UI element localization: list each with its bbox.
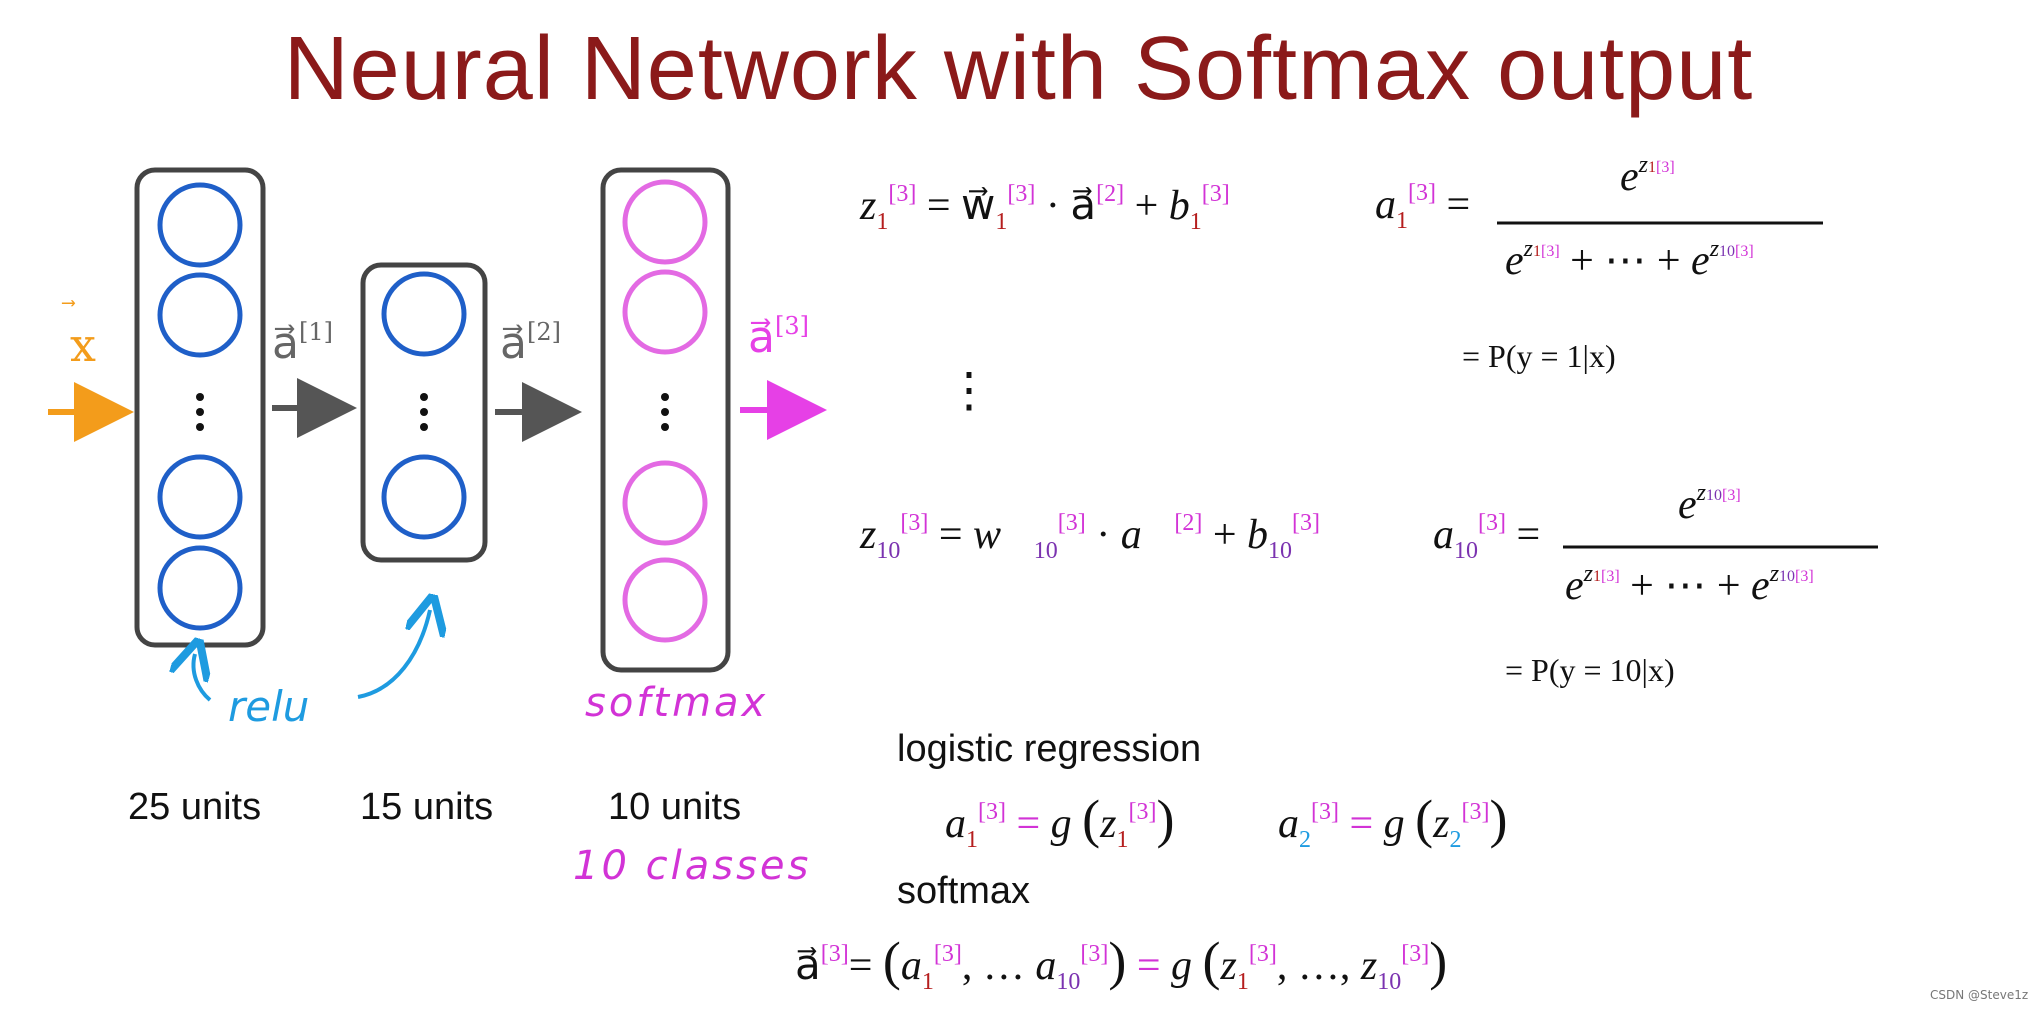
relu-arrow-2: [357, 610, 430, 699]
logistic-regression-heading: logistic regression: [897, 728, 1202, 770]
page-title: Neural Network with Softmax output: [283, 19, 1754, 119]
equation-a1-numerator: ez1[3]: [1620, 152, 1675, 200]
layer2-box: [360, 262, 488, 563]
layer3-ellipsis: [661, 423, 669, 431]
relu-arrow-1: [193, 654, 210, 702]
logistic-regression-eq-1: a1[3] = g (z1[3]): [945, 789, 1175, 853]
layer3-ellipsis: [661, 393, 669, 401]
equation-a10-denominator: ez1[3] + ⋯ + ez10[3]: [1565, 561, 1814, 609]
equation-a1-denominator: ez1[3] + ⋯ + ez10[3]: [1505, 236, 1754, 284]
layer1-neuron: [157, 454, 243, 540]
probability-10: = P(y = 10|x): [1505, 652, 1675, 688]
activation-a3: a⃗[3]: [748, 312, 809, 363]
layer1-ellipsis: [196, 423, 204, 431]
layer1-ellipsis: [196, 408, 204, 416]
layer1-units: 25 units: [128, 786, 262, 828]
probability-1: = P(y = 1|x): [1462, 338, 1616, 374]
layer1-box: [134, 167, 266, 648]
activation-a1: a⃗[1]: [272, 318, 333, 369]
equation-a10-numerator: ez10[3]: [1678, 480, 1741, 528]
equation-a1-label: a1[3] =: [1375, 180, 1471, 234]
relu-annotation: relu: [228, 682, 310, 731]
layer2-units: 15 units: [360, 786, 494, 828]
layer3-neuron: [622, 269, 708, 355]
softmax-eq: a⃗[3]= (a1[3], … a10[3]) = g (z1[3], …, …: [795, 931, 1448, 995]
layer1-ellipsis: [196, 393, 204, 401]
vertical-ellipsis: ⋮: [945, 364, 993, 417]
layer2-ellipsis: [420, 393, 428, 401]
layer2-ellipsis: [420, 423, 428, 431]
classes-annotation: 10 classes: [573, 843, 812, 889]
equation-z1: z1[3] = w⃗1[3] · a⃗[2] + b1[3]: [860, 181, 1230, 235]
layer3-box: [600, 167, 731, 673]
layer3-neuron: [622, 179, 708, 265]
layer1-neuron: [157, 545, 243, 631]
logistic-regression-eq-2: a2[3] = g (z2[3]): [1278, 789, 1508, 853]
layer1-neuron: [157, 272, 243, 358]
equation-a10-label: a10[3] =: [1433, 510, 1541, 564]
activation-a2: a⃗[2]: [500, 318, 561, 369]
layer3-units: 10 units: [608, 786, 742, 828]
layer3-neuron: [622, 460, 708, 546]
softmax-annotation: softmax: [585, 680, 769, 726]
layer1-neuron: [157, 182, 243, 268]
layer2-neuron: [381, 271, 467, 357]
watermark: CSDN @Steve1z: [1930, 988, 2029, 1002]
layer2-neuron: [381, 454, 467, 540]
layer2-ellipsis: [420, 408, 428, 416]
softmax-heading: softmax: [897, 870, 1031, 912]
equation-z10: z10[3] = w⃗10[3] · a⃗[2] + b10[3]: [860, 510, 1321, 564]
input-label: ⃗ x: [70, 318, 96, 372]
layer3-neuron: [622, 557, 708, 643]
layer3-ellipsis: [661, 408, 669, 416]
